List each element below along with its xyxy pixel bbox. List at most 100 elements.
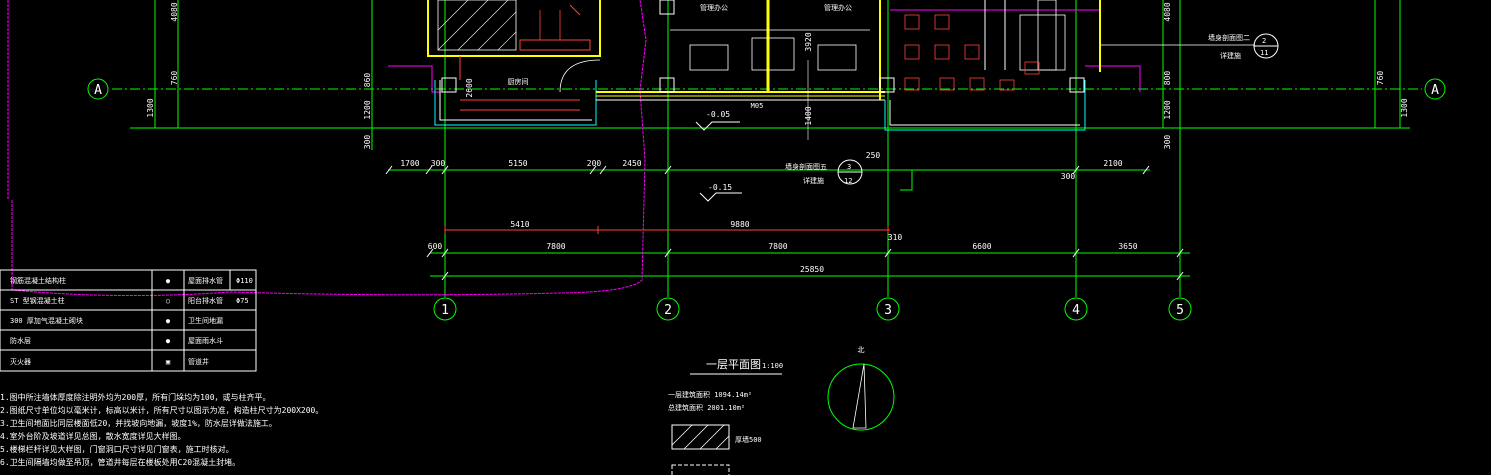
dim-vertical: 300 [1163,135,1172,150]
svg-text:详建施: 详建施 [1220,51,1241,60]
svg-text:Φ110: Φ110 [236,277,253,285]
dim-vertical: 4080 [1163,2,1172,21]
axis-label-row-right: A [1431,83,1439,98]
svg-text:阳台排水管: 阳台排水管 [188,296,223,305]
svg-text:墙身剖面图二: 墙身剖面图二 [1208,33,1250,42]
level-marker: -0.05 [695,110,740,131]
dim-vertical: 800 [1163,71,1172,86]
note-line: 4.室外台阶及坡道详见总图，散水宽度详见大样图。 [0,431,186,441]
dim-text: 1700 [400,159,419,168]
note-line: 6.卫生间隔墙均做至吊顶，管道井每层在楼板处用C20混凝土封堵。 [0,457,240,467]
svg-text:2: 2 [1262,37,1266,45]
svg-text:钢筋混凝土结构柱: 钢筋混凝土结构柱 [10,276,66,285]
note-line: 5.楼梯栏杆详见大样图，门窗洞口尺寸详见门窗表，施工时核对。 [0,444,234,454]
svg-text:北: 北 [858,346,865,354]
dim-total: 25850 [800,265,824,274]
svg-text:Φ75: Φ75 [236,297,249,305]
svg-text:厚墙500: 厚墙500 [735,435,762,444]
axis-label-col-5: 5 [1176,303,1184,318]
svg-text:屋面雨水斗: 屋面雨水斗 [188,336,223,345]
svg-text:-0.15: -0.15 [708,183,732,192]
dim-text: 200 [587,159,602,168]
drawing-scale: 1:100 [762,362,783,370]
svg-text:▣: ▣ [166,358,170,366]
door-label: M05 [751,102,764,110]
note-line: 1.图中所注墙体厚度除注明外均为200厚，所有门垛均为100，或与柱齐平。 [0,392,271,402]
svg-text:●: ● [166,277,171,285]
svg-text:ST 型钢混凝土柱: ST 型钢混凝土柱 [10,296,65,305]
svg-text:管道井: 管道井 [188,357,209,366]
axis-label-col-2: 2 [664,303,672,318]
svg-text:●: ● [166,337,171,345]
dim-text: 7800 [768,242,787,251]
north-arrow-icon: 北 [827,346,895,431]
svg-text:●: ● [166,317,171,325]
dim-vertical: 2600 [465,78,474,97]
legend-row: 防水层 ● 屋面雨水斗 [10,336,223,345]
level-marker: -0.15 [699,183,742,202]
legend-row: ST 型钢混凝土柱 ○ 阳台排水管 Φ75 [10,296,249,305]
svg-text:12: 12 [844,177,852,185]
svg-text:防水层: 防水层 [10,336,31,345]
dim-ticks [385,165,1184,281]
svg-text:300 厚加气混凝土砌块: 300 厚加气混凝土砌块 [10,316,83,325]
axis-label-col-4: 4 [1072,303,1080,318]
dim-vertical: 1300 [1400,98,1409,117]
legend-table [0,269,257,372]
section-callout: 墙身剖面图二 2 11 详建施 [1100,33,1279,60]
dim-text: 3650 [1118,242,1137,251]
legend-row: 钢筋混凝土结构柱 ● 屋面排水管 Φ110 [10,276,253,285]
dim-vertical: 300 [363,135,372,150]
svg-text:○: ○ [166,297,170,305]
red-dimension [444,226,890,234]
site-boundary [7,0,1141,297]
drawing-title: 一层平面图 [706,358,761,371]
svg-text:灭火器: 灭火器 [10,358,31,366]
dim-vertical: 760 [1376,71,1385,86]
svg-text:详建施: 详建施 [803,176,824,185]
axis-label-col-3: 3 [884,303,892,318]
dim-text: 600 [428,242,443,251]
room-label: 管理办公 [824,3,852,12]
legend-row: 灭火器 ▣ 管道井 [10,357,209,366]
dim-vertical: 1300 [146,98,155,117]
dim-vertical: 4080 [170,2,179,21]
axis-label-row-left: A [94,83,102,98]
dim-vertical: 1200 [363,100,372,119]
dim-vertical: 860 [363,73,372,88]
axis-label-col-1: 1 [441,303,449,318]
svg-text:3: 3 [847,163,851,171]
dim-text: 6600 [972,242,991,251]
dim-text: 5150 [508,159,527,168]
dim-text: 310 [888,233,903,242]
dim-vertical: 3920 [804,32,813,51]
room-label: 管理办公 [700,3,728,12]
area-line: 总建筑面积 2001.10m² [668,403,745,412]
note-line: 3.卫生间地面比同层楼面低20，并找坡向地漏，坡度1%，防水层详做法施工。 [0,418,277,428]
walls [427,0,1101,131]
dim-text: 300 [1061,172,1076,181]
dim-text: 250 [866,151,881,160]
svg-text:卫生间地漏: 卫生间地漏 [188,316,223,325]
note-line: 2.图纸尺寸单位均以毫米计，标高以米计，所有尺寸以图示为准，构造柱尺寸为200X… [0,405,323,415]
dim-vertical: 760 [170,71,179,86]
svg-text:墙身剖面图五: 墙身剖面图五 [785,162,827,171]
dim-vertical: 1400 [804,106,813,125]
dim-text: 2450 [622,159,641,168]
dim-text: 300 [431,159,446,168]
svg-text:-0.05: -0.05 [706,110,730,119]
section-callout: 墙身剖面图五 3 12 详建施 [785,159,913,191]
legend-row: 300 厚加气混凝土砌块 ● 卫生间地漏 [10,316,223,325]
svg-text:11: 11 [1260,49,1268,57]
dim-text: 9880 [730,220,749,229]
room-label: 厨房间 [508,77,529,86]
dim-vertical: 1200 [1163,100,1172,119]
hatch-legend: 厚墙500 [671,424,762,475]
area-line: 一层建筑面积 1094.14m² [668,390,752,399]
axis-bubbles [87,78,1446,321]
svg-text:屋面排水管: 屋面排水管 [188,276,223,285]
dim-text: 2100 [1103,159,1122,168]
dim-text: 7800 [546,242,565,251]
dim-text: 5410 [510,220,529,229]
